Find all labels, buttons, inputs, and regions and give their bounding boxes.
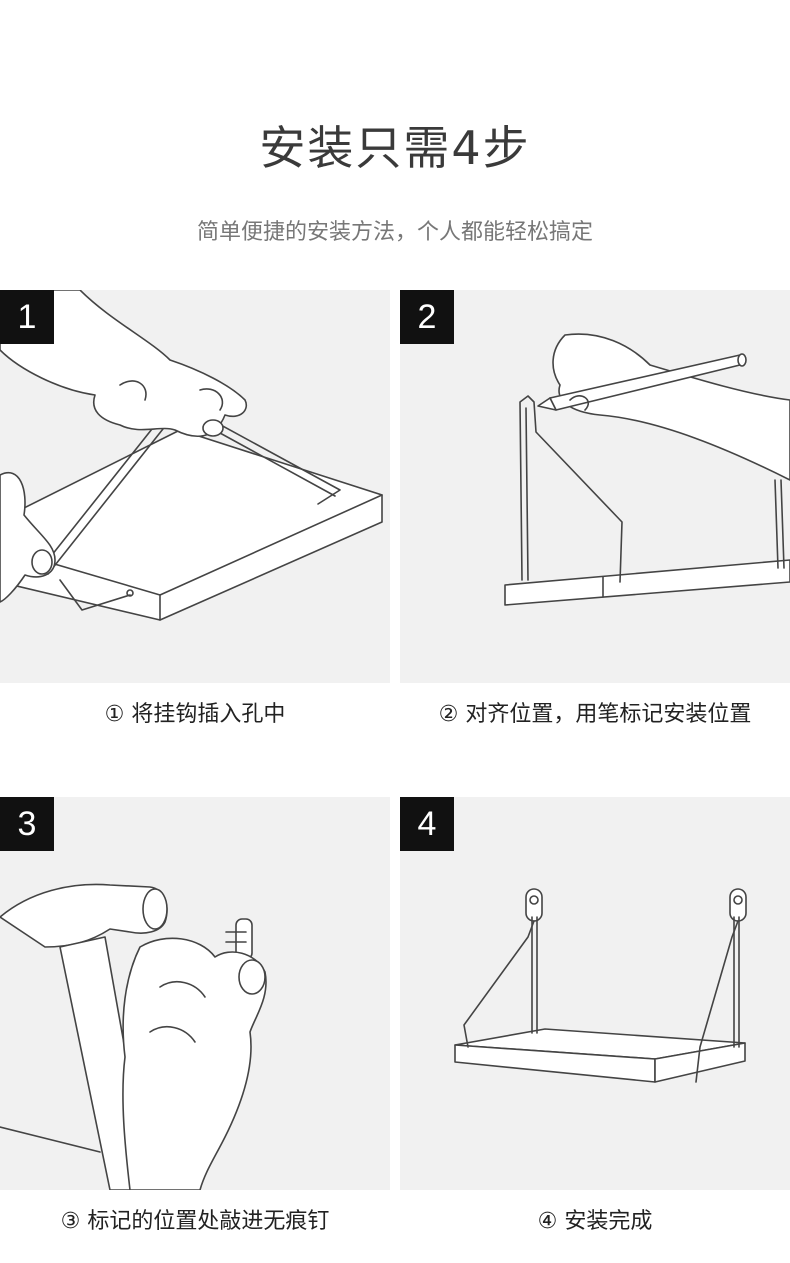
hook-insert-drawing	[0, 290, 383, 621]
hammer-nail-drawing	[0, 883, 267, 1190]
step-3-caption: ③ 标记的位置处敲进无痕钉	[60, 1209, 330, 1234]
step-number-badge: 2	[400, 290, 454, 344]
installed-shelf-drawing	[454, 888, 747, 1083]
step-3-illustration: 3	[0, 797, 390, 1190]
step-4-caption: ④ 安装完成	[537, 1209, 653, 1234]
step-number-badge: 1	[0, 290, 54, 344]
step-2-caption: ② 对齐位置，用笔标记安装位置	[438, 702, 752, 727]
step-number-badge: 4	[400, 797, 454, 851]
step-1-illustration: 1	[0, 290, 390, 683]
step-4-illustration: 4	[400, 797, 790, 1190]
mark-position-drawing	[504, 333, 790, 606]
step-number-badge: 3	[0, 797, 54, 851]
page-title: 安装只需4步	[259, 121, 531, 175]
step-1-caption: ① 将挂钩插入孔中	[104, 702, 286, 727]
page-subtitle: 简单便捷的安装方法，个人都能轻松搞定	[196, 220, 593, 245]
step-2-illustration: 2	[400, 290, 790, 683]
